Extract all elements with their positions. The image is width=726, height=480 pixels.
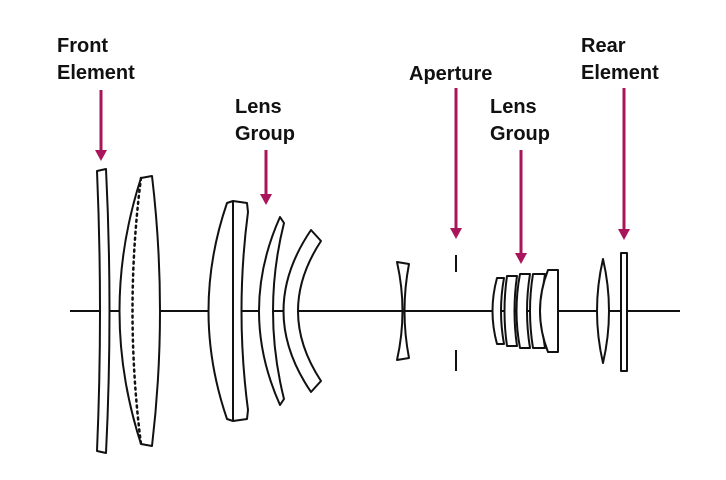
aperture-arrow [450, 88, 462, 239]
rear-element-label: Rear Element [581, 33, 659, 87]
lens-group-1-element-2 [258, 216, 285, 406]
lens-group-2-element-3 [515, 273, 531, 349]
lens-group-2-element-2 [503, 275, 518, 347]
aperture-label-line1: Aperture [409, 63, 493, 85]
lens-group-2-arrow [515, 150, 527, 264]
rear-element-label-line2: Element [581, 62, 659, 84]
lens-group-1-label-line2: Group [235, 123, 295, 145]
lens-group-2-label: Lens Group [490, 94, 550, 148]
rear-element-plate [620, 252, 628, 372]
front-element-lens [96, 168, 111, 454]
rear-biconvex-element [596, 258, 610, 364]
lens-group-2-label-line2: Group [490, 123, 550, 145]
rear-element-arrow [618, 88, 630, 240]
rear-element-label-line1: Rear [581, 35, 626, 57]
lens-group-2-label-line1: Lens [490, 96, 537, 118]
lens-group-1-label: Lens Group [235, 94, 295, 148]
front-doublet-cement-line [131, 176, 143, 446]
lens-group-2-element-1 [491, 277, 505, 345]
lens-group-2-element-5 [539, 269, 559, 353]
front-element-label-line2: Element [57, 62, 135, 84]
front-doublet-lens [118, 175, 161, 447]
lens-group-1-arrow [260, 150, 272, 205]
front-element-arrow [95, 90, 107, 161]
lens-group-1-element-3 [282, 229, 322, 393]
pre-aperture-element [396, 261, 410, 361]
aperture-label: Aperture [409, 61, 492, 88]
lens-group-1-element-1 [207, 200, 249, 422]
lens-group-1-label-line1: Lens [235, 96, 282, 118]
front-element-label: Front Element [57, 33, 135, 87]
front-element-label-line1: Front [57, 35, 109, 57]
